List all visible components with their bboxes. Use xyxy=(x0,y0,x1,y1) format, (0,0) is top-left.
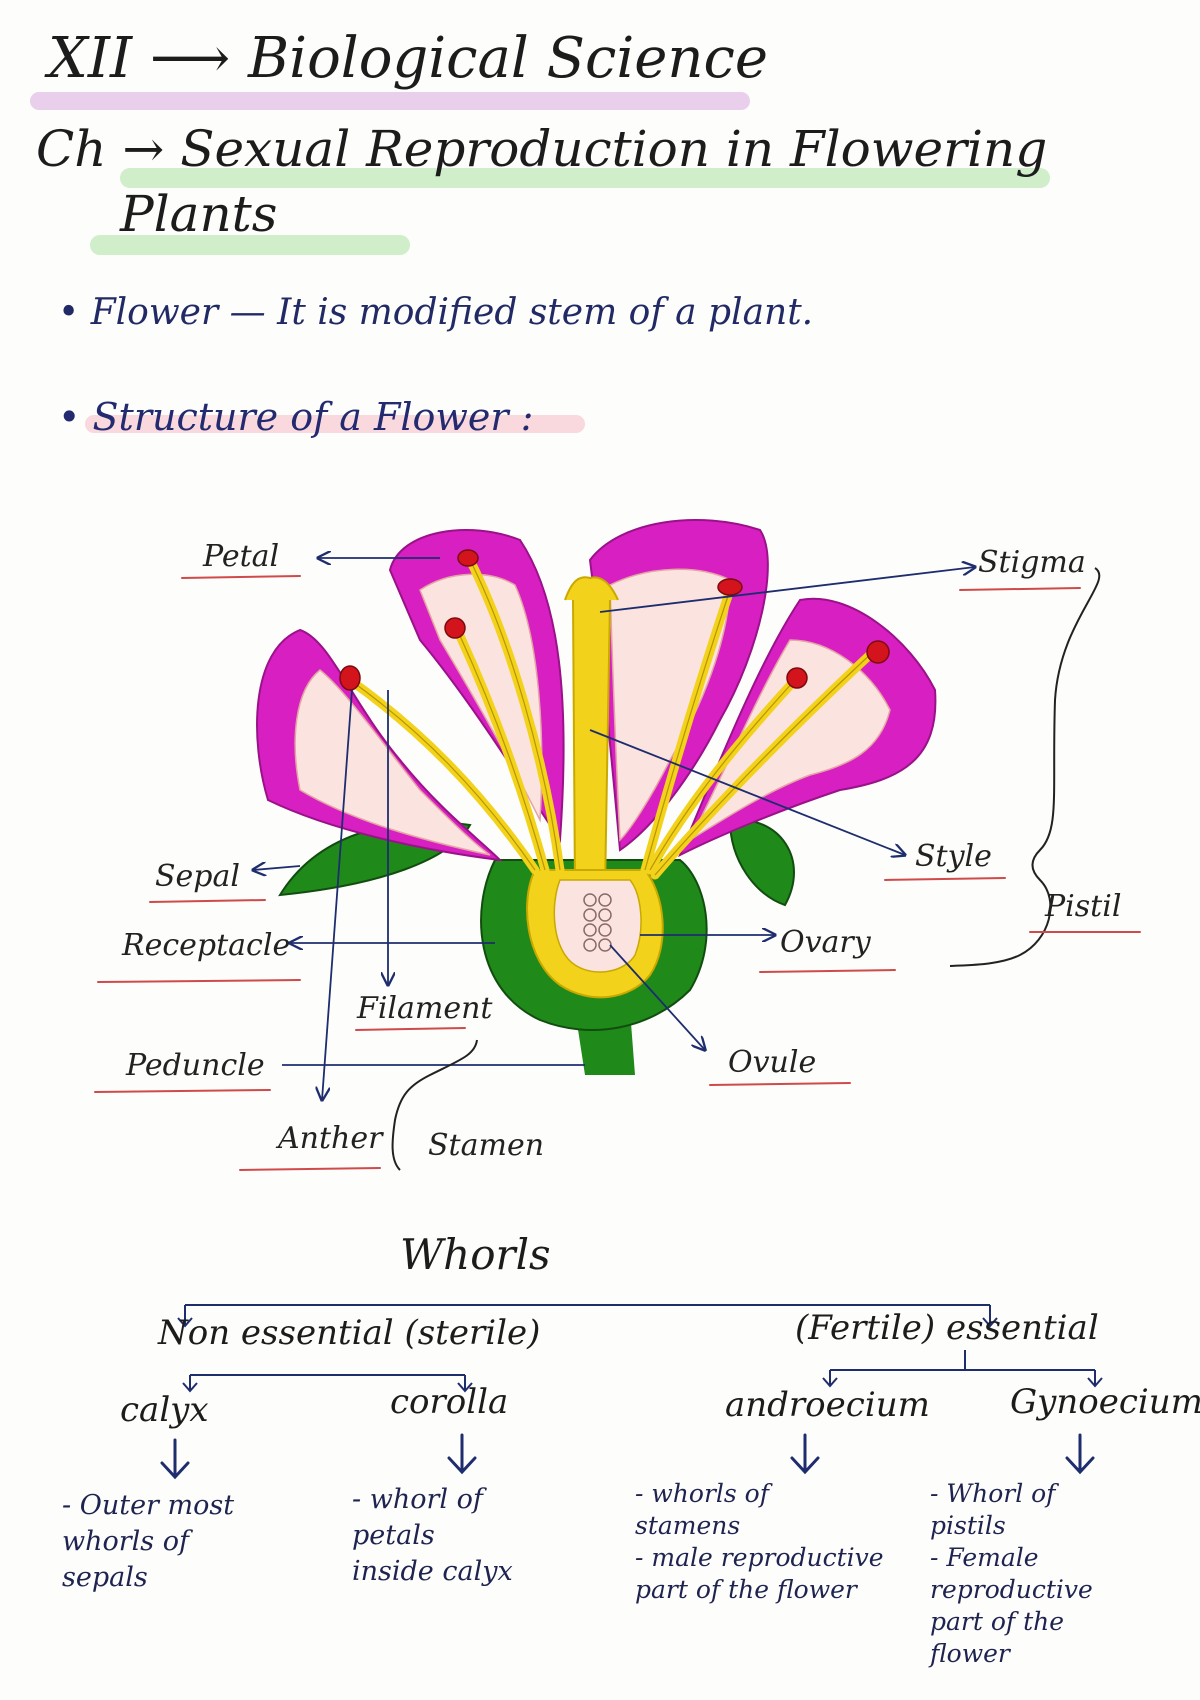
whorls-title: Whorls xyxy=(400,1230,551,1279)
class-label: XII xyxy=(48,26,133,91)
androecium-note-line: - male reproductive xyxy=(635,1543,884,1572)
sepal-right xyxy=(728,818,795,907)
stamen-brace xyxy=(391,1039,478,1171)
corolla-note-line: petals xyxy=(352,1520,435,1551)
gynoecium-note-line: - Female xyxy=(930,1543,1039,1572)
gynoecium-note-line: pistils xyxy=(930,1511,1006,1540)
label-anther: Anther xyxy=(275,1121,384,1156)
whorls-tree-lines xyxy=(177,1304,1103,1393)
label-pistil: Pistil xyxy=(1044,889,1121,924)
androecium-note-line: stamens xyxy=(635,1511,741,1540)
androecium-notes: - whorls of stamens - male reproductive … xyxy=(635,1478,884,1606)
calyx-note-line: - Outer most xyxy=(62,1490,235,1521)
label-style: Style xyxy=(915,839,992,874)
arrow-icon: ⟶ xyxy=(149,26,231,91)
anthers xyxy=(339,549,890,691)
stigma xyxy=(564,576,619,601)
page-title: XII ⟶ Biological Science xyxy=(48,26,768,91)
green-highlight xyxy=(90,235,410,255)
chapter-title-line2: Plants xyxy=(120,185,278,243)
gynoecium-notes: - Whorl of pistils - Female reproductive… xyxy=(930,1478,1093,1670)
bullet-icon: • xyxy=(58,395,81,439)
gynoecium-note-line: flower xyxy=(930,1639,1010,1668)
section-heading: Structure of a Flower : xyxy=(92,395,534,439)
gynoecium-note-line: part of the xyxy=(930,1607,1065,1636)
label-petal: Petal xyxy=(202,539,279,574)
subject-label: Biological Science xyxy=(248,26,768,91)
corolla-notes: - whorl of petals inside calyx xyxy=(352,1482,513,1590)
arrow-icon: → xyxy=(122,120,165,178)
label-ovary: Ovary xyxy=(780,925,872,960)
label-stigma: Stigma xyxy=(978,545,1086,580)
gynoecium-label: Gynoecium xyxy=(1010,1382,1200,1422)
leader-lines xyxy=(253,558,975,1100)
label-sepal: Sepal xyxy=(155,859,240,894)
ovary-cavity xyxy=(553,879,642,973)
ovule-leader xyxy=(609,944,705,1050)
definition-line: • Flower — It is modified stem of a plan… xyxy=(58,292,813,333)
corolla-note-line: inside calyx xyxy=(352,1556,513,1587)
filament-edges xyxy=(349,559,876,876)
section-heading-line: • Structure of a Flower : xyxy=(58,395,533,439)
corolla-label: corolla xyxy=(390,1382,509,1422)
calyx-label: calyx xyxy=(120,1390,209,1430)
pistil-brace xyxy=(949,567,1101,967)
sepal-leader xyxy=(253,866,301,870)
calyx-note-line: sepals xyxy=(62,1562,148,1593)
pink-highlight xyxy=(85,415,585,433)
androecium-note-line: - whorls of xyxy=(635,1479,769,1508)
label-ovule: Ovule xyxy=(728,1045,816,1080)
label-receptacle: Receptacle xyxy=(121,928,290,963)
label-peduncle: Peduncle xyxy=(125,1048,265,1083)
androecium-note-line: part of the flower xyxy=(635,1575,857,1604)
label-filament: Filament xyxy=(356,991,493,1026)
label-stamen: Stamen xyxy=(428,1128,544,1163)
dash-icon: — xyxy=(229,292,278,333)
calyx-notes: - Outer most whorls of sepals xyxy=(62,1488,234,1596)
anther-leader xyxy=(322,689,353,1100)
flower-diagram: Petal Stigma Style Pistil Sepal Receptac… xyxy=(94,519,1141,1171)
style-leader xyxy=(589,729,905,855)
label-underlines xyxy=(94,575,1141,1171)
gynoecium-note-line: reproductive xyxy=(930,1575,1093,1604)
stigma-leader xyxy=(599,567,975,613)
whorls-down-arrows xyxy=(160,1433,1095,1480)
green-highlight xyxy=(120,168,1050,188)
gynoecium-note-line: - Whorl of xyxy=(930,1479,1056,1508)
definition-text: It is modified stem of a plant. xyxy=(277,292,814,333)
corolla-note-line: - whorl of xyxy=(352,1484,483,1515)
non-essential-label: Non essential (sterile) xyxy=(158,1313,541,1353)
androecium-label: androecium xyxy=(725,1385,930,1425)
essential-label: (Fertile) essential xyxy=(795,1308,1099,1348)
chapter-title: Ch → Sexual Reproduction in Flowering xyxy=(36,120,1047,178)
purple-highlight xyxy=(30,92,750,110)
chapter-title-line1: Sexual Reproduction in Flowering xyxy=(180,120,1048,178)
bullet-icon: • xyxy=(58,292,80,333)
definition-term: Flower xyxy=(90,292,219,333)
chapter-prefix: Ch xyxy=(36,120,107,178)
calyx-note-line: whorls of xyxy=(62,1526,189,1557)
